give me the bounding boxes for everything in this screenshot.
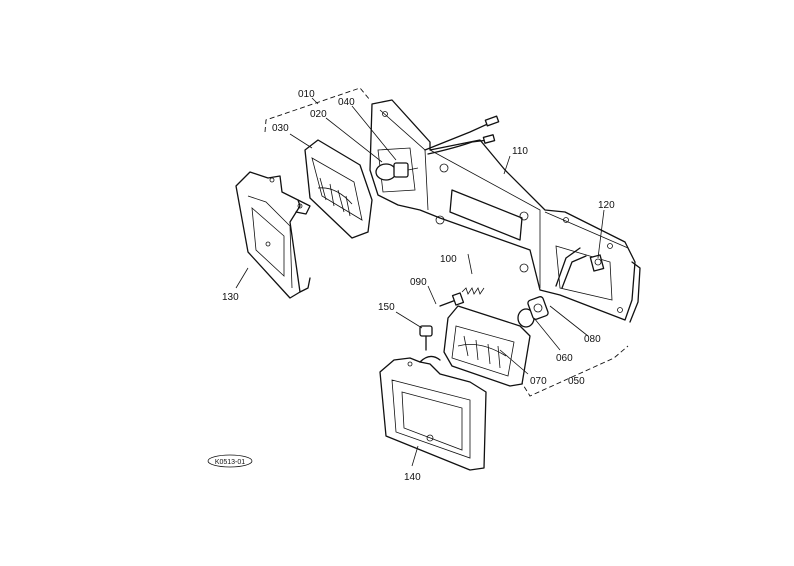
- diagram-code: K0513-01: [215, 459, 245, 466]
- label-140: 140: [404, 472, 421, 483]
- label-030: 030: [272, 123, 289, 134]
- label-010: 010: [298, 89, 315, 100]
- label-110: 110: [512, 146, 528, 157]
- screw-090: [439, 292, 465, 307]
- label-070: 070: [530, 376, 547, 387]
- frame-130: [235, 171, 311, 299]
- label-080: 080: [584, 334, 601, 345]
- label-120: 120: [598, 200, 615, 211]
- label-150: 150: [378, 302, 395, 313]
- wire-harness-lower: [555, 247, 605, 289]
- spring-100: [461, 287, 485, 295]
- diagram-code-badge: K0513-01: [207, 454, 253, 468]
- lamp-unit-070: [443, 305, 531, 387]
- label-020: 020: [310, 109, 327, 120]
- label-060: 060: [556, 353, 573, 364]
- bolt-150: [419, 325, 433, 351]
- bulb-040: [375, 162, 419, 181]
- label-040: 040: [338, 97, 355, 108]
- frame-140: [379, 355, 487, 471]
- bulb-060: [517, 296, 549, 328]
- label-050: 050: [568, 376, 585, 387]
- group-outline-050: [519, 345, 629, 397]
- lamp-unit-030: [304, 139, 373, 239]
- label-100: 100: [440, 254, 457, 265]
- label-130: 130: [222, 292, 239, 303]
- mounting-plate-110: [369, 99, 641, 323]
- wire-harness-upper: [424, 115, 500, 155]
- label-090: 090: [410, 277, 427, 288]
- leader-lines: [235, 97, 605, 467]
